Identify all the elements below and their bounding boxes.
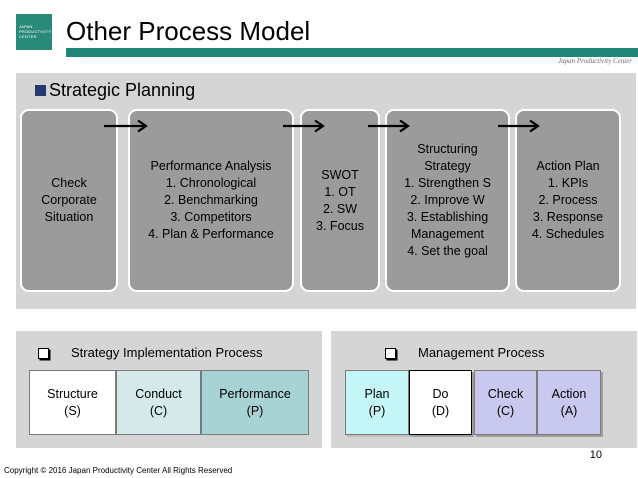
step-line: Situation: [44, 210, 94, 224]
square-bullet-icon: [35, 84, 46, 96]
flow-arrow-icon: [104, 119, 148, 133]
step-line: 4. Plan & Performance: [148, 227, 274, 241]
step-line: 1. Strengthen S: [404, 176, 491, 190]
logo-text: JAPAN PRODUCTIVITY CENTER: [19, 24, 52, 39]
step-line: Management: [411, 227, 484, 241]
management-process-label: Management Process: [418, 345, 545, 360]
strategic-planning-label: Strategic Planning: [49, 80, 196, 100]
step-line: 2. Benchmarking: [164, 193, 258, 207]
cell-plan: Plan (P): [345, 370, 409, 435]
cell-abbr: (D): [431, 403, 450, 418]
cell-action: Action (A): [537, 370, 601, 435]
step-line: 1. Chronological: [165, 176, 257, 190]
step-check-corporate-situation: Check Corporate Situation: [20, 109, 118, 292]
step-line: 3. Focus: [316, 218, 364, 233]
step-line: 4. Schedules: [531, 227, 605, 241]
step-line: 3. Competitors: [170, 210, 252, 224]
step-line: 2. SW: [322, 201, 358, 216]
step-line: Action Plan: [536, 159, 600, 173]
step-line: Strategy: [424, 159, 471, 173]
cell-name: Conduct: [135, 386, 182, 401]
step-swot: SWOT 1. OT 2. SW 3. Focus: [300, 109, 380, 292]
page-title: Other Process Model: [66, 16, 311, 46]
cell-abbr: (C): [496, 403, 515, 418]
cell-name: Action: [551, 386, 587, 401]
flow-arrow-icon: [283, 119, 325, 133]
step-line: Check: [51, 176, 87, 190]
cell-check: Check (C): [474, 370, 537, 435]
company-logo: JAPAN PRODUCTIVITY CENTER: [16, 14, 52, 50]
cell-conduct: Conduct (C): [116, 370, 201, 435]
step-line: Performance Analysis: [150, 159, 272, 173]
step-structuring-strategy: Structuring Strategy 1. Strengthen S 2. …: [385, 109, 510, 292]
step-line: 2. Process: [538, 193, 598, 207]
cell-name: Plan: [364, 386, 390, 401]
step-line: SWOT: [321, 167, 359, 182]
step-line: 2. Improve W: [410, 193, 485, 207]
cell-name: Structure: [47, 386, 98, 401]
cell-name: Do: [432, 386, 449, 401]
step-line: Corporate: [41, 193, 97, 207]
flow-arrow-icon: [498, 119, 540, 133]
step-line: 1. KPIs: [547, 176, 589, 190]
step-line: 3. Establishing: [406, 210, 489, 224]
organization-name: Japan Productivity Center: [558, 57, 632, 65]
step-line: 1. OT: [324, 184, 356, 199]
cell-performance: Performance (P): [201, 370, 309, 435]
cell-abbr: (A): [560, 403, 578, 418]
cell-do: Do (D): [409, 370, 472, 435]
cell-abbr: (P): [246, 403, 264, 418]
strategic-planning-heading: Strategic Planning: [35, 79, 195, 101]
cell-abbr: (C): [149, 403, 168, 418]
management-process-heading: Management Process: [385, 345, 544, 361]
checkbox-bullet-icon: [385, 347, 396, 359]
strategy-implementation-label: Strategy Implementation Process: [71, 345, 263, 360]
cell-abbr: (S): [64, 403, 81, 418]
cell-name: Check: [487, 386, 524, 401]
strategy-implementation-heading: Strategy Implementation Process: [38, 345, 262, 361]
step-line: Structuring: [417, 142, 478, 156]
step-line: 4. Set the goal: [407, 244, 488, 258]
header-rule: [66, 48, 638, 57]
cell-abbr: (P): [368, 403, 386, 418]
cell-structure: Structure (S): [29, 370, 116, 435]
step-action-plan: Action Plan 1. KPIs 2. Process 3. Respon…: [515, 109, 621, 292]
page-number: 10: [589, 449, 602, 461]
cell-name: Performance: [219, 386, 291, 401]
flow-arrow-icon: [368, 119, 410, 133]
step-performance-analysis: Performance Analysis 1. Chronological 2.…: [128, 109, 294, 292]
step-line: 3. Response: [532, 210, 604, 224]
checkbox-bullet-icon: [38, 347, 49, 359]
copyright-notice: Copyright © 2016 Japan Productivity Cent…: [4, 466, 233, 475]
